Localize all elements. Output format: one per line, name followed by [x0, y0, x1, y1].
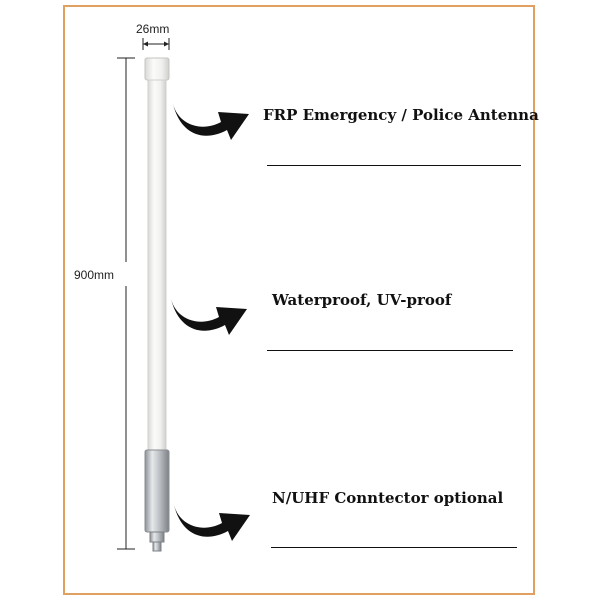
width-dimension-line [142, 38, 170, 50]
height-dimension-line [117, 57, 135, 550]
underline-2 [267, 350, 513, 351]
height-label: 900mm [74, 268, 115, 282]
feature-label-waterproof: Waterproof, UV-proof [272, 291, 452, 309]
feature-label-frp: FRP Emergency / Police Antenna [263, 106, 539, 124]
curved-arrow-icon [171, 299, 247, 335]
image-frame [63, 5, 535, 595]
antenna-body [147, 79, 167, 451]
underline-3 [271, 547, 517, 548]
n-connector [149, 531, 165, 543]
feature-label-connector: N/UHF Conntector optional [272, 489, 504, 507]
curved-arrow-icon [174, 505, 250, 541]
antenna-cap [144, 57, 170, 81]
curved-arrow-icon [173, 104, 249, 140]
width-label: 26mm [136, 22, 170, 36]
underline-1 [267, 165, 521, 166]
antenna-base [144, 449, 170, 533]
